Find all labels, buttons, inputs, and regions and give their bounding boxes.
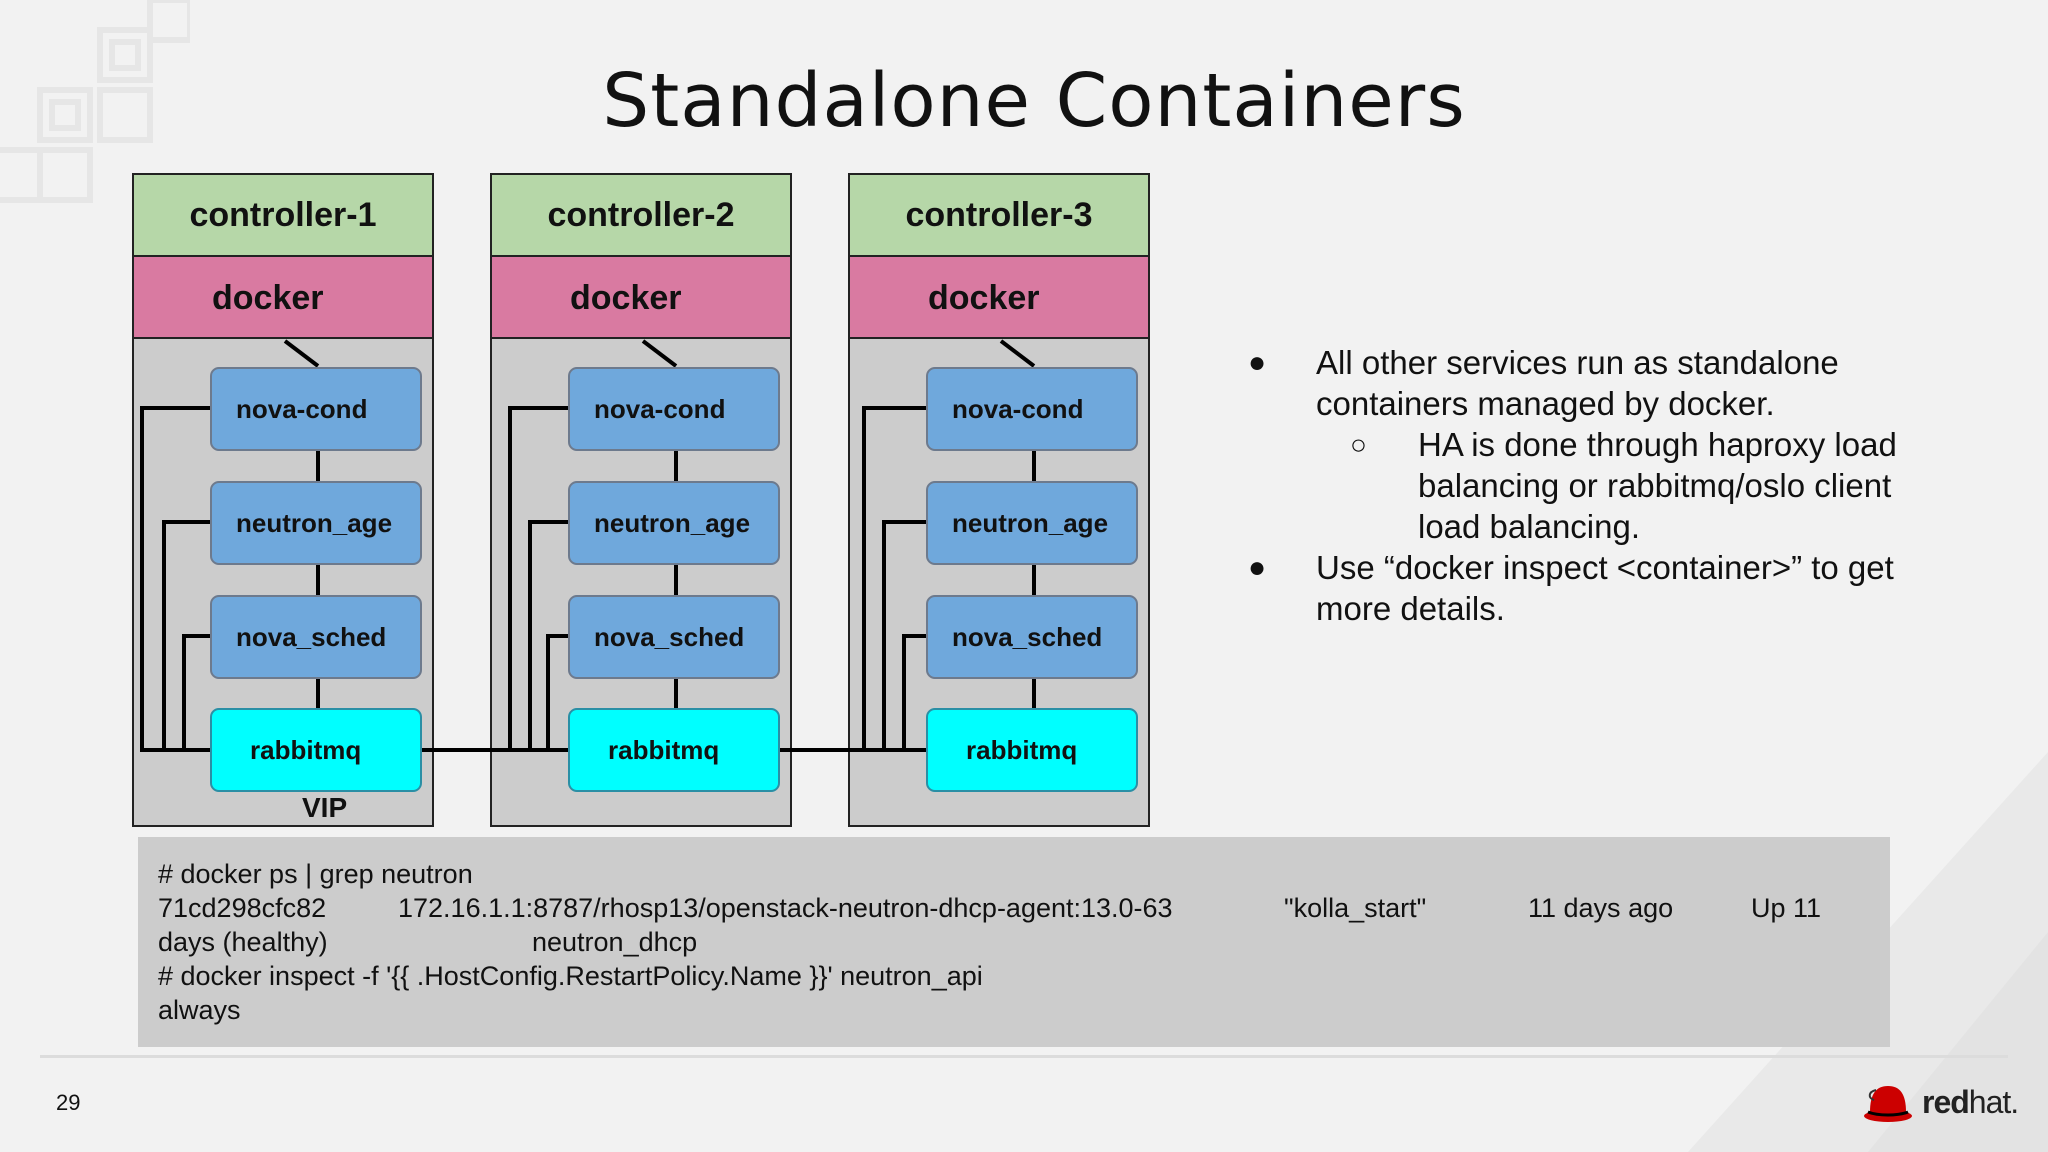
controller-node-3: controller-3 docker nova-cond neutron_ag… [848, 173, 1150, 827]
container-image: 172.16.1.1:8787/rhosp13/openstack-neutro… [398, 893, 1173, 923]
container-status: Up 11 [1751, 893, 1822, 923]
service-neutron-agent: neutron_age [568, 481, 780, 565]
bullet-list: ● All other services run as standalone c… [1238, 342, 1958, 629]
terminal-command: # docker inspect -f '{{ .HostConfig.Rest… [158, 961, 983, 991]
service-rabbitmq: rabbitmq [210, 708, 422, 792]
service-nova-cond: nova-cond [210, 367, 422, 451]
page-number: 29 [56, 1090, 81, 1115]
terminal-result: always [158, 995, 241, 1025]
service-nova-sched: nova_sched [568, 595, 780, 679]
sub-bullet-icon: ○ [1350, 429, 1367, 460]
container-name: neutron_dhcp [532, 927, 698, 957]
bullet-icon: ● [1248, 551, 1267, 584]
docker-layer: docker [134, 257, 432, 339]
docker-layer: docker [850, 257, 1148, 339]
container-command: "kolla_start" [1284, 893, 1427, 923]
controller-name: controller-1 [134, 175, 432, 257]
redhat-logo-text: redhat. [1922, 1084, 2019, 1120]
slide-title: Standalone Containers [602, 58, 1466, 144]
docker-layer: docker [492, 257, 790, 339]
bullet-item: ● Use “docker inspect <container>” to ge… [1248, 549, 1894, 627]
container-status-cont: days (healthy) [158, 927, 328, 957]
controller-node-2: controller-2 docker nova-cond neutron_ag… [490, 173, 792, 827]
bullet-item: ● All other services run as standalone c… [1248, 344, 1839, 422]
service-rabbitmq: rabbitmq [926, 708, 1138, 792]
footer-divider [40, 1055, 2008, 1058]
vip-label: VIP [302, 792, 348, 823]
sub-bullet-item: ○ HA is done through haproxy load balanc… [1350, 426, 1897, 545]
decorative-pattern [0, 0, 190, 203]
controller-name: controller-2 [492, 175, 790, 257]
service-neutron-agent: neutron_age [926, 481, 1138, 565]
bullet-icon: ● [1248, 346, 1267, 379]
controller-node-1: controller-1 docker nova-cond neutron_ag… [132, 173, 434, 827]
container-id: 71cd298cfc82 [158, 893, 327, 923]
service-rabbitmq: rabbitmq [568, 708, 780, 792]
service-neutron-agent: neutron_age [210, 481, 422, 565]
container-created: 11 days ago [1528, 893, 1674, 923]
terminal-command: # docker ps | grep neutron [158, 859, 473, 889]
controller-name: controller-3 [850, 175, 1148, 257]
service-nova-cond: nova-cond [926, 367, 1138, 451]
service-nova-sched: nova_sched [210, 595, 422, 679]
redhat-logo-icon [1864, 1086, 1912, 1122]
service-nova-sched: nova_sched [926, 595, 1138, 679]
terminal-output: # docker ps | grep neutron 71cd298cfc82 … [138, 837, 1890, 1047]
service-nova-cond: nova-cond [568, 367, 780, 451]
